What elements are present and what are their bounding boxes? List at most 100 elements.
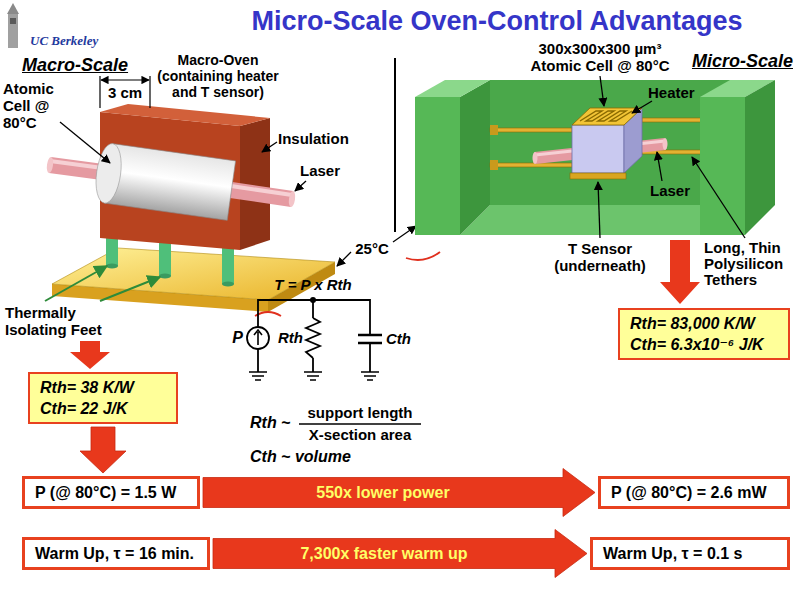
box-text: P (@ 80°C) = 1.5 W <box>35 482 187 503</box>
part-label: Insulation <box>278 130 349 148</box>
box-text: Cth= 6.3x10⁻⁶ J/K <box>630 334 778 355</box>
fraction-bar <box>299 423 421 425</box>
result-box: Warm Up, τ = 16 min. <box>22 537 210 570</box>
campanile-logo <box>8 14 18 48</box>
micro-atomic-cell <box>572 125 624 173</box>
isolating-foot <box>159 274 171 279</box>
resistor-symbol <box>306 318 320 358</box>
equation: Rth ~ <box>250 414 290 432</box>
part-label: T Sensor (underneath) <box>550 240 650 274</box>
campanile-logo <box>7 3 19 14</box>
leader-line <box>692 157 745 238</box>
capacitor-symbol <box>358 335 382 343</box>
isolating-foot <box>222 282 234 287</box>
box-text: P (@ 80°C) = 2.6 mW <box>611 482 777 503</box>
circuit-symbol-label: Cth <box>386 330 411 348</box>
leader-line <box>393 226 416 242</box>
circuit-node <box>310 297 316 303</box>
leader-line <box>295 181 306 191</box>
substrate-trench <box>415 80 490 97</box>
laser-beam <box>533 152 538 164</box>
temperature-sensor <box>570 173 626 179</box>
substrate-trench <box>490 80 730 205</box>
current-source-symbol <box>254 330 262 345</box>
part-label: 300x300x300 µm³ Atomic Cell @ 80°C <box>525 40 675 74</box>
block-arrow <box>80 427 126 473</box>
divider-line <box>394 58 396 232</box>
heater <box>580 111 632 121</box>
leader-line <box>100 277 160 301</box>
fraction-numerator: support length <box>308 404 413 422</box>
leader-line <box>598 182 600 238</box>
circuit-wire <box>258 300 370 372</box>
arrow-label: 7,300x faster warm up <box>296 544 471 563</box>
heater <box>572 108 642 125</box>
fraction-denominator: X-section area <box>309 426 412 444</box>
section-heading: Micro-Scale <box>692 50 793 72</box>
part-label: Heater <box>648 84 695 102</box>
part-label: Laser <box>300 162 340 180</box>
isolating-foot <box>222 246 234 284</box>
dimension-tick <box>99 76 100 108</box>
substrate-trench <box>415 97 460 235</box>
thermal-property-box: Rth= 38 K/WCth= 22 J/K <box>28 372 178 424</box>
substrate-trench <box>700 97 745 235</box>
laser-beam <box>288 191 296 208</box>
tether-anchor <box>490 160 498 170</box>
block-arrow <box>70 341 110 369</box>
dimension-tick <box>149 76 150 108</box>
block-arrow <box>660 240 700 304</box>
equation: T = P x Rth <box>274 276 351 294</box>
arrow-label: 550x lower power <box>312 483 453 502</box>
substrate-trench <box>460 205 730 235</box>
part-label: Macro-Oven (containing heater and T sens… <box>153 52 283 100</box>
result-box: P (@ 80°C) = 2.6 mW <box>598 476 790 509</box>
laser-beam <box>46 157 54 174</box>
leader-line <box>600 76 604 106</box>
temperature-label: 25°C <box>355 240 389 258</box>
part-label: Atomic Cell @ 80°C <box>3 80 75 131</box>
box-text: Rth= 83,000 K/W <box>630 313 778 334</box>
result-box: Warm Up, τ = 0.1 s <box>590 537 790 570</box>
dimension-line <box>101 79 149 80</box>
macro-oven <box>100 104 270 126</box>
slide-title: Micro-Scale Oven-Control Advantages <box>251 4 742 38</box>
box-text: Warm Up, τ = 0.1 s <box>603 543 777 564</box>
thermal-property-box: Rth= 83,000 K/WCth= 6.3x10⁻⁶ J/K <box>618 308 790 360</box>
leader-line <box>337 252 351 266</box>
atomic-cell <box>93 142 125 205</box>
part-label: Thermally Isolating Feet <box>5 304 115 338</box>
box-text: Rth= 38 K/W <box>40 377 166 398</box>
substrate-trench <box>745 80 775 235</box>
dimension-label: 3 cm <box>108 84 142 102</box>
block-arrow <box>213 530 587 578</box>
isolating-foot <box>159 240 171 276</box>
circuit-symbol-label: P <box>232 329 243 347</box>
ground-symbol <box>249 372 379 380</box>
leader-line <box>262 142 277 152</box>
isolating-foot <box>106 236 118 266</box>
isolating-foot <box>106 264 118 269</box>
block-arrow <box>203 469 595 517</box>
campanile-logo <box>10 18 16 24</box>
leader-line <box>632 101 652 113</box>
part-label: Long, Thin Polysilicon Tethers <box>704 240 800 288</box>
callout-curve <box>406 252 440 260</box>
box-text: Cth= 22 J/K <box>40 398 166 419</box>
tether-anchor <box>490 125 498 135</box>
equation: Cth ~ volume <box>250 448 351 466</box>
current-source-symbol <box>247 327 269 349</box>
part-label: Laser <box>650 182 690 200</box>
logo-text: UC Berkeley <box>30 32 98 50</box>
leader-line <box>45 266 107 301</box>
section-heading: Macro-Scale <box>22 54 128 76</box>
box-text: Warm Up, τ = 16 min. <box>35 543 197 564</box>
atomic-cell <box>104 144 235 221</box>
leader-line <box>657 152 662 181</box>
laser-beam <box>663 138 668 150</box>
polysilicon-tether <box>490 128 572 132</box>
result-box: P (@ 80°C) = 1.5 W <box>22 476 200 509</box>
laser-beam <box>231 186 292 195</box>
polysilicon-tether <box>490 163 572 167</box>
